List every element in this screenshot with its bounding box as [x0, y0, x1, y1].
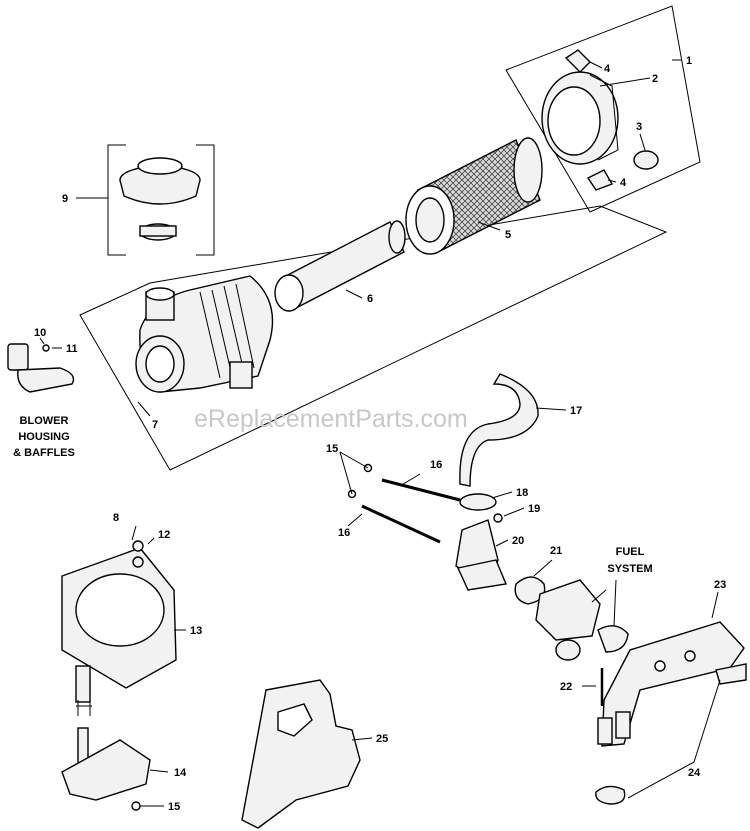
- cap-kit: [119, 157, 201, 241]
- precleaner-assembly: [541, 49, 659, 191]
- callout-11: 11: [66, 343, 78, 355]
- callout-8: 8: [113, 512, 119, 524]
- callout-4b: 4: [620, 177, 627, 189]
- group-box-air-cleaner: [79, 205, 668, 471]
- mounting-studs: [347, 463, 461, 544]
- callout-14: 14: [174, 767, 187, 779]
- bracket: [61, 739, 151, 811]
- callout-15b: 15: [168, 801, 180, 813]
- callout-1: 1: [686, 55, 692, 67]
- shield-plate: [241, 679, 361, 829]
- leader-lines: [39, 59, 721, 807]
- callout-22: 22: [560, 681, 572, 693]
- callout-9: 9: [62, 193, 68, 205]
- callout-25: 25: [376, 733, 388, 745]
- air-cleaner-housing: [135, 275, 274, 393]
- carburetor: [535, 579, 629, 661]
- inner-filter-tube: [274, 220, 406, 312]
- label-blower-line-2: HOUSING: [18, 431, 69, 443]
- watermark: eReplacementParts.com: [194, 405, 468, 433]
- filter-element: [405, 137, 543, 255]
- callout-13: 13: [190, 625, 202, 637]
- callout-6: 6: [367, 293, 373, 305]
- group-box-cap-kit: [107, 144, 126, 256]
- callout-17: 17: [570, 405, 582, 417]
- group-box-cap-kit-right: [196, 144, 215, 256]
- callout-24: 24: [688, 767, 701, 779]
- callout-18: 18: [516, 487, 528, 499]
- label-fuel-line-1: FUEL: [616, 546, 645, 558]
- callout-19: 19: [528, 503, 540, 515]
- intake-hose: [459, 373, 539, 487]
- callout-7: 7: [152, 419, 158, 431]
- callout-10: 10: [34, 327, 46, 339]
- callout-16a: 16: [430, 459, 442, 471]
- callout-20: 20: [512, 535, 524, 547]
- label-blower-line-3: & BAFFLES: [13, 447, 75, 459]
- blower-bracket: [7, 343, 75, 393]
- group-box-precleaner: [505, 5, 701, 213]
- callout-2: 2: [652, 73, 658, 85]
- callout-16b: 16: [338, 527, 350, 539]
- label-blower-line-1: BLOWER: [20, 415, 69, 427]
- blower-housing-baffle: [61, 540, 177, 769]
- callout-21: 21: [550, 545, 562, 557]
- callout-23: 23: [714, 579, 726, 591]
- intake-manifold: [595, 621, 747, 805]
- callout-3: 3: [636, 121, 642, 133]
- callout-4a: 4: [604, 63, 611, 75]
- label-fuel-line-2: SYSTEM: [607, 563, 652, 575]
- callout-12: 12: [158, 529, 170, 541]
- callout-5: 5: [505, 229, 511, 241]
- callout-15a: 15: [326, 443, 338, 455]
